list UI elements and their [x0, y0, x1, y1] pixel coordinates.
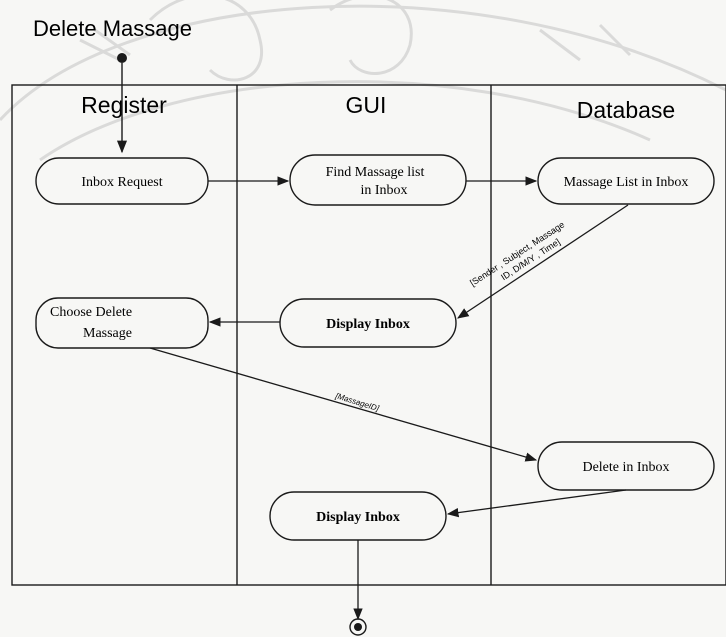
guard-inbox-data: [Sender , Subject, Massage ID, D/M/Y , T…: [468, 219, 566, 288]
diagram-title: Delete Massage: [33, 16, 192, 41]
svg-text:Display Inbox: Display Inbox: [316, 510, 400, 525]
activity-find-massage-list: Find Massage list in Inbox: [289, 154, 467, 206]
flow-list-to-display: [457, 204, 629, 319]
guard-massage-id: [MassageID]: [333, 391, 380, 413]
activity-display-inbox-final: Display Inbox: [269, 491, 447, 541]
final-node: [349, 618, 367, 636]
watermark-seal: [0, 0, 726, 162]
lane-header-gui: GUI: [346, 92, 387, 118]
svg-text:Massage List in Inbox: Massage List in Inbox: [564, 175, 689, 190]
svg-text:[Sender , Subject, Massage: [Sender , Subject, Massage: [468, 219, 566, 288]
svg-text:Display Inbox: Display Inbox: [326, 317, 410, 332]
activity-inbox-request: Inbox Request: [35, 157, 209, 205]
svg-text:Inbox Request: Inbox Request: [81, 175, 162, 190]
svg-text:in Inbox: in Inbox: [360, 183, 407, 198]
svg-text:Choose Delete: Choose Delete: [50, 305, 132, 320]
svg-text:Delete in Inbox: Delete in Inbox: [582, 460, 669, 475]
activity-massage-list-in-inbox: Massage List in Inbox: [537, 157, 715, 205]
lane-header-database: Database: [577, 97, 675, 123]
activity-choose-delete-massage: Choose Delete Massage: [35, 297, 209, 349]
initial-node: [117, 53, 127, 63]
svg-text:Find Massage list: Find Massage list: [326, 165, 425, 180]
flow-choose-to-delete: [149, 347, 538, 462]
flow-delete-to-display: [446, 489, 627, 518]
swimlane-frame: [11, 84, 726, 586]
activity-display-inbox-gui: Display Inbox: [279, 298, 457, 348]
activity-delete-in-inbox: Delete in Inbox: [537, 441, 715, 491]
lane-header-register: Register: [81, 92, 167, 118]
svg-text:Massage: Massage: [83, 326, 132, 341]
